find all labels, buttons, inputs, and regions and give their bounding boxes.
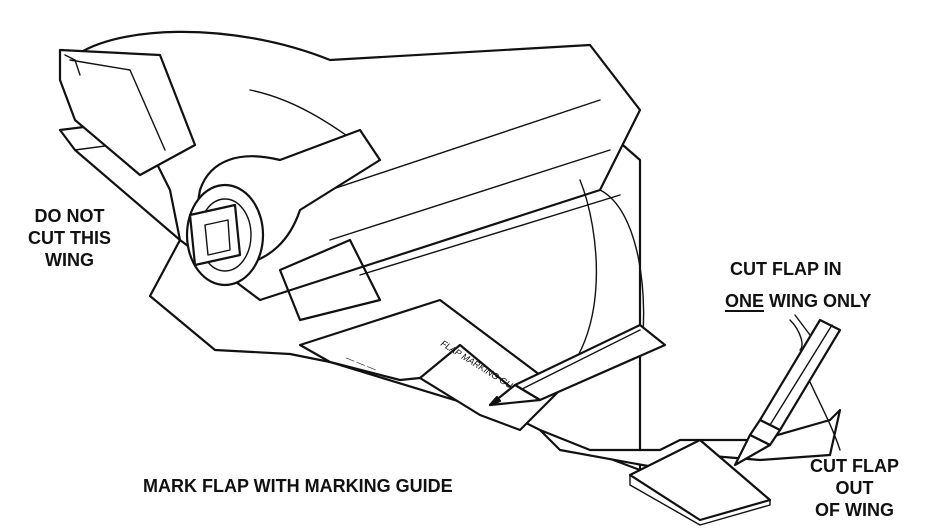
one-wing-only-label: ONE WING ONLY bbox=[725, 291, 872, 311]
engine-housing bbox=[185, 128, 382, 322]
flap-piece bbox=[628, 438, 772, 526]
hobby-knife-icon bbox=[733, 314, 842, 467]
cut-flap-out-label: CUT FLAP OUT OF WING bbox=[810, 456, 899, 520]
pencil-icon bbox=[488, 323, 667, 407]
tail-fin bbox=[58, 48, 197, 177]
cut-flap-in-label: CUT FLAP IN bbox=[730, 259, 842, 279]
do-not-cut-label: DO NOT CUT THIS WING bbox=[28, 206, 111, 270]
mark-flap-label: MARK FLAP WITH MARKING GUIDE bbox=[143, 476, 453, 496]
